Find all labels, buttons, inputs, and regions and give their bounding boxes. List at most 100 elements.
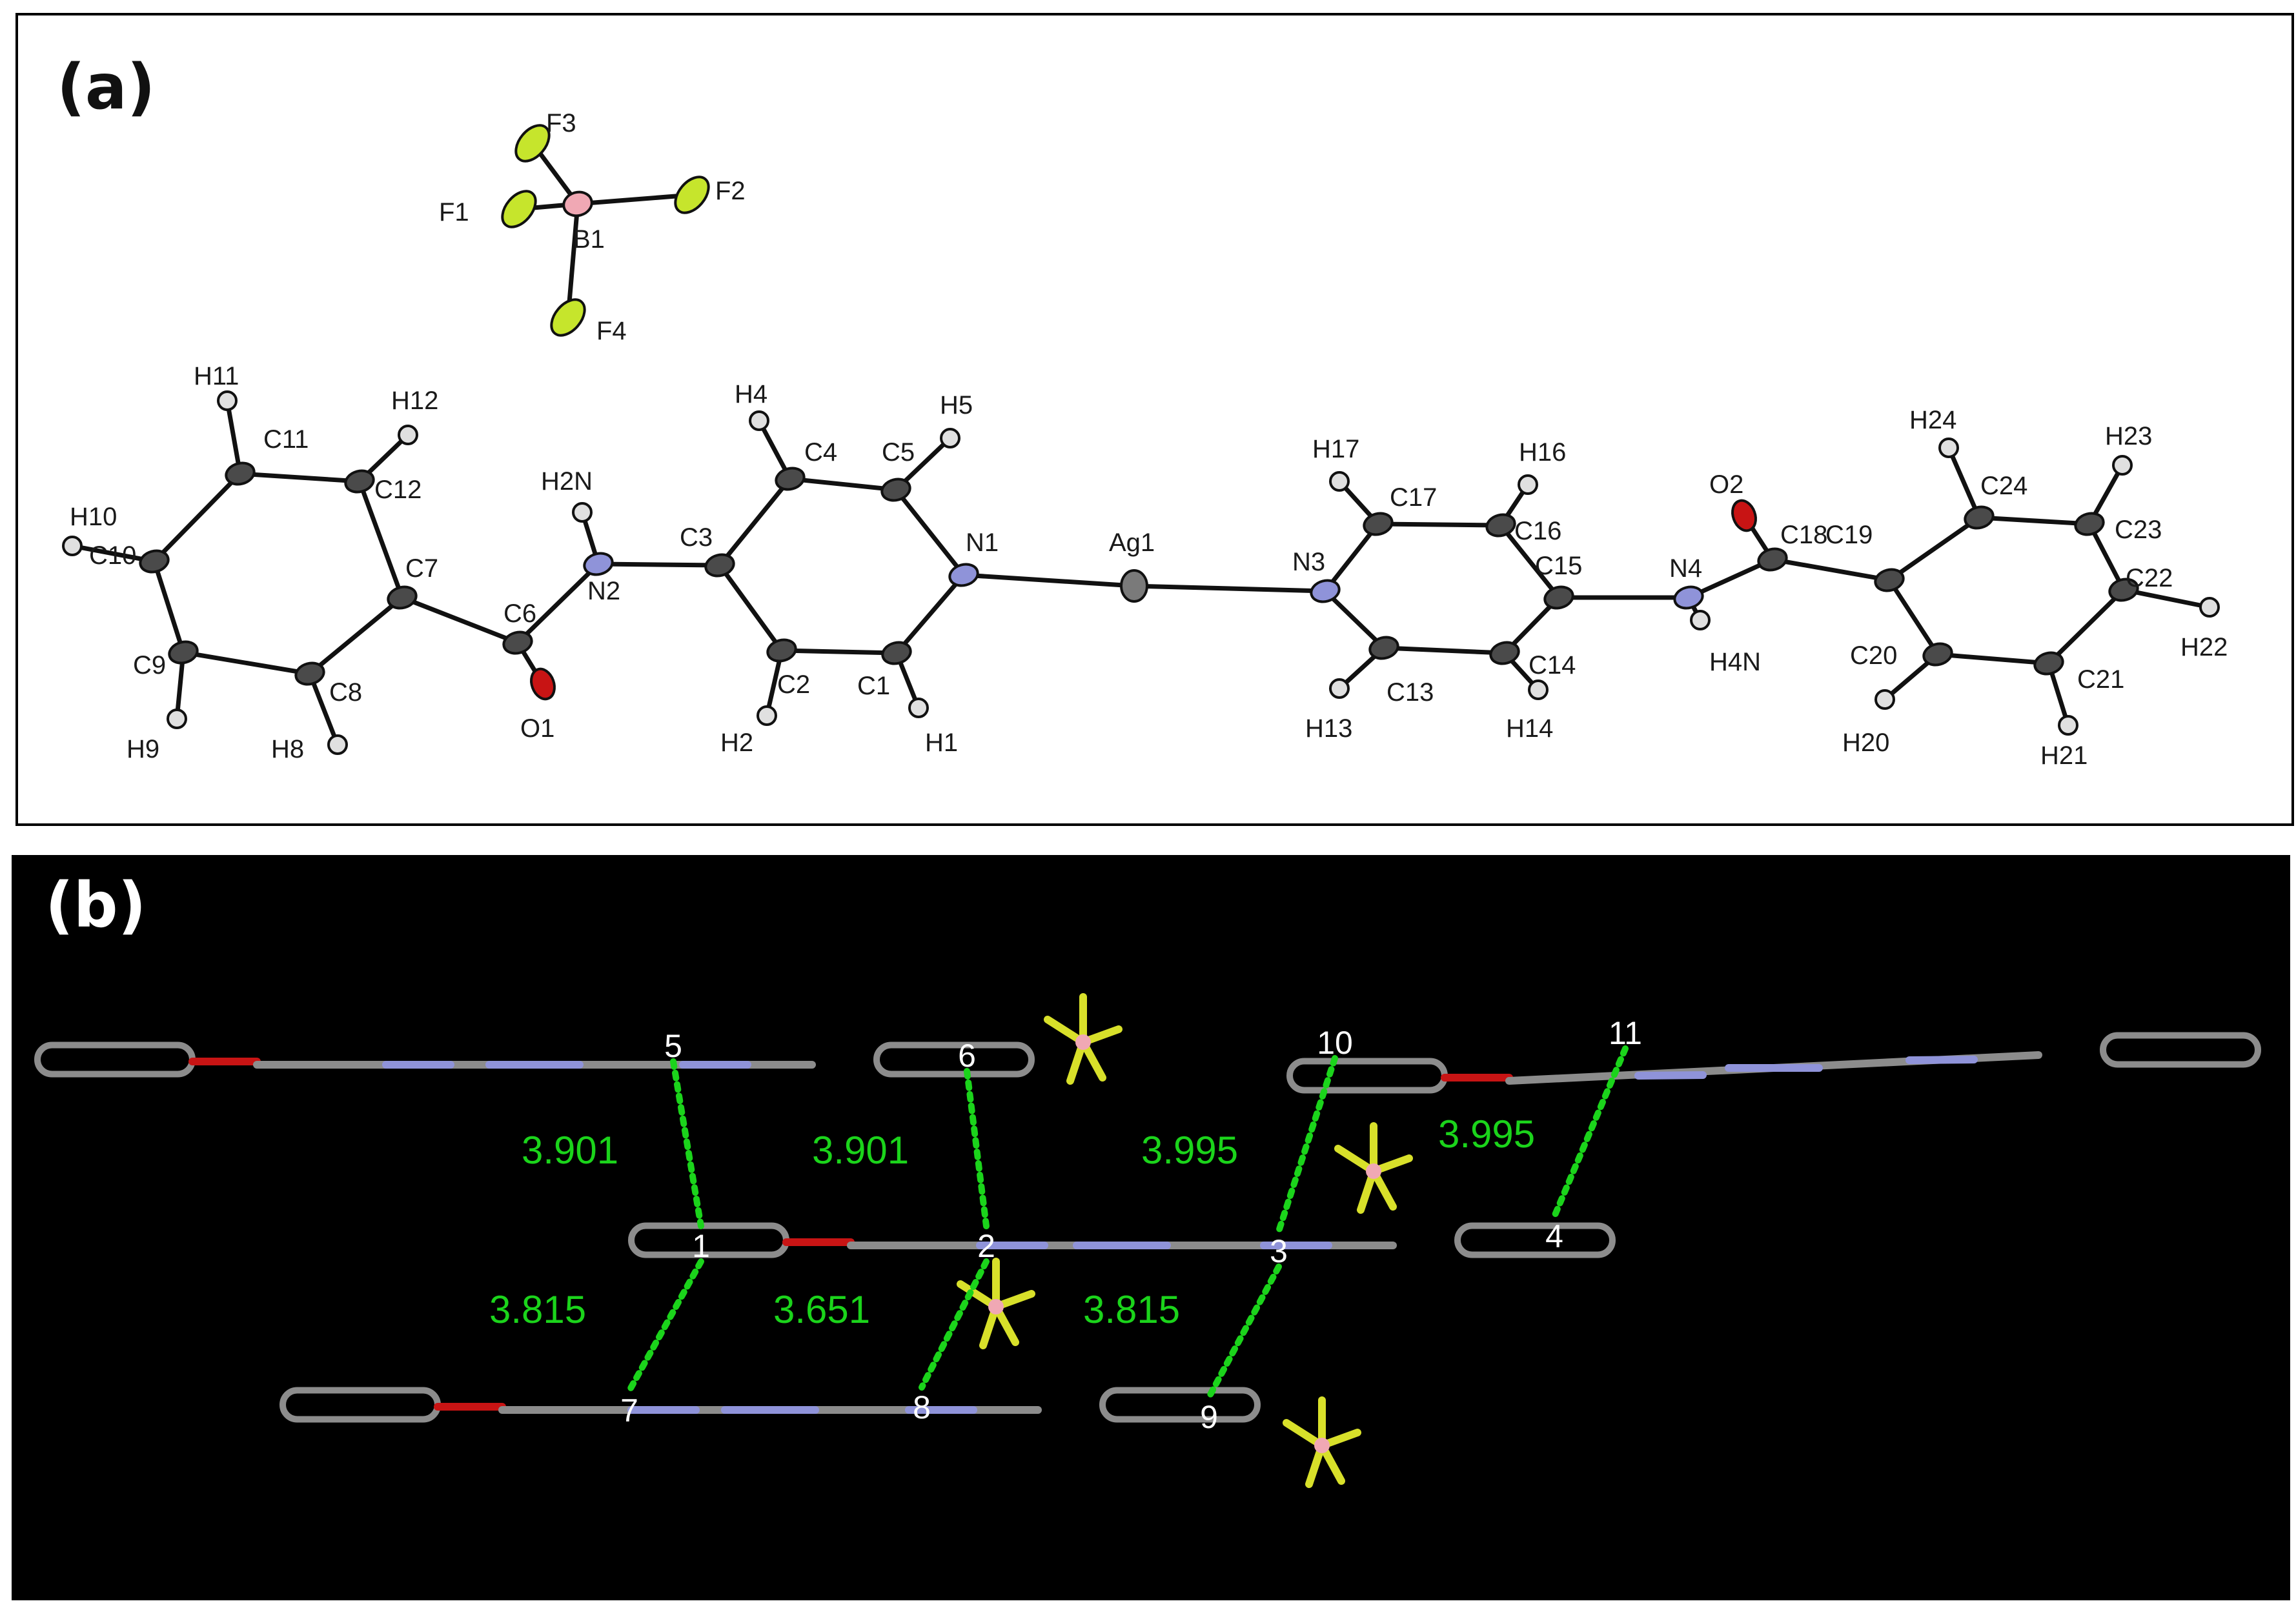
atom-label-c6: C6 [503,599,536,628]
bond-c8-c9 [181,650,312,676]
bf4-a-boron [1075,1034,1091,1050]
bond-c1-c2 [779,648,899,656]
bond-c24-c23 [1976,515,2092,527]
contact-line-6-2 [964,1068,990,1229]
atom-label-c15: C15 [1535,552,1582,580]
bond-c8-h8 [307,671,340,747]
atom-label-c18: C18 [1780,521,1827,549]
centroid-label-11: 11 [1609,1015,1642,1051]
bond-c7-c6 [400,595,520,645]
atom-label-c19: C19 [1825,521,1873,549]
distance-label-5: 3.815 [489,1288,586,1331]
atom-c8 [294,661,325,686]
atom-label-h2: H2 [720,729,753,757]
atom-label-b1: B1 [573,225,605,254]
bond-n1-ag1 [961,572,1137,589]
atom-c17 [1363,512,1394,536]
atom-h5 [940,428,960,448]
centroid-label-9: 9 [1200,1399,1218,1435]
contact-line-3-9 [1206,1263,1282,1400]
bf4-b-boron [1366,1163,1381,1179]
atom-c1 [881,641,912,665]
bond-c18-c19 [1770,557,1892,583]
atom-c4 [775,467,806,491]
atom-c7 [387,585,418,610]
bond-b1-f2 [575,192,695,206]
atom-label-c7: C7 [405,554,438,583]
atom-label-n4: N4 [1669,554,1702,583]
atom-label-h16: H16 [1519,438,1566,467]
atom-c6 [502,630,533,655]
bond-c11-c12 [238,471,362,484]
bond-c22-c21 [2046,587,2126,666]
atom-c11 [225,461,256,486]
atom-label-n1: N1 [966,528,999,557]
row-top-right-phenyl-left [1286,1058,1448,1094]
distance-label-4: 3.995 [1438,1112,1535,1156]
atom-c18 [1757,547,1788,572]
atom-label-h4: H4 [735,380,767,408]
atom-c12 [344,469,375,494]
atom-n2 [583,552,614,576]
bond-c21-c20 [1935,652,2051,666]
contact-line-10-3 [1275,1055,1338,1234]
atom-label-c17: C17 [1390,483,1437,512]
bf4-d-boron [1314,1438,1330,1453]
atom-n1 [948,563,979,587]
atom-label-c1: C1 [857,672,890,700]
atom-label-c4: C4 [804,438,837,467]
atom-h13 [1329,678,1350,699]
atom-f2 [674,176,710,214]
atom-label-f3: F3 [546,109,576,137]
atom-c19 [1874,568,1905,592]
atom-label-h10: H10 [70,503,117,531]
centroid-label-5: 5 [664,1028,682,1064]
atom-c15 [1543,585,1574,610]
distance-label-1: 3.901 [522,1129,618,1172]
contact-line-5-1 [670,1058,704,1229]
bond-c24-h24 [1946,445,1982,520]
atom-label-o2: O2 [1709,470,1743,499]
contact-line-1-7 [626,1258,704,1394]
atom-h14 [1528,679,1549,700]
row-bottom-phenyl-left [279,1387,441,1423]
atom-h20 [1874,689,1895,710]
atom-ag1 [1120,569,1148,603]
bond-c7-c8 [307,595,405,676]
atom-label-f1: F1 [439,198,469,226]
centroid-label-10: 10 [1317,1025,1353,1061]
bond-c12-c7 [357,479,405,600]
atom-h12 [398,425,418,445]
atom-f4 [550,298,586,337]
atom-label-h23: H23 [2105,422,2152,450]
atom-o2 [1731,499,1757,532]
atom-c21 [2033,651,2064,676]
centroid-label-6: 6 [958,1038,976,1074]
row-top-right-n-left [1634,1071,1707,1080]
atom-label-h5: H5 [940,391,973,419]
atom-h1 [908,698,929,718]
atom-h16 [1518,474,1538,495]
atom-c16 [1485,513,1516,538]
atom-c3 [704,553,735,578]
atom-label-n2: N2 [587,577,620,605]
bond-c10-c11 [152,471,243,564]
atom-o1 [530,667,556,701]
row-middle-phenyl-right [1454,1222,1616,1258]
atom-label-h21: H21 [2040,741,2088,770]
atom-h4n [1690,610,1711,630]
atom-label-c16: C16 [1514,517,1561,545]
bond-c3-c4 [717,476,793,568]
bond-c9-c10 [152,559,186,655]
atom-label-h20: H20 [1842,729,1889,757]
atom-label-h4n: H4N [1709,648,1761,676]
atom-c9 [168,640,199,665]
bond-ag1-n3 [1132,583,1328,594]
bond-c14-c13 [1381,645,1507,656]
bond-c23-c22 [2087,521,2126,592]
atom-h2 [757,705,777,726]
atom-label-n3: N3 [1292,548,1325,576]
panel-a-tag: (a) [57,51,156,123]
